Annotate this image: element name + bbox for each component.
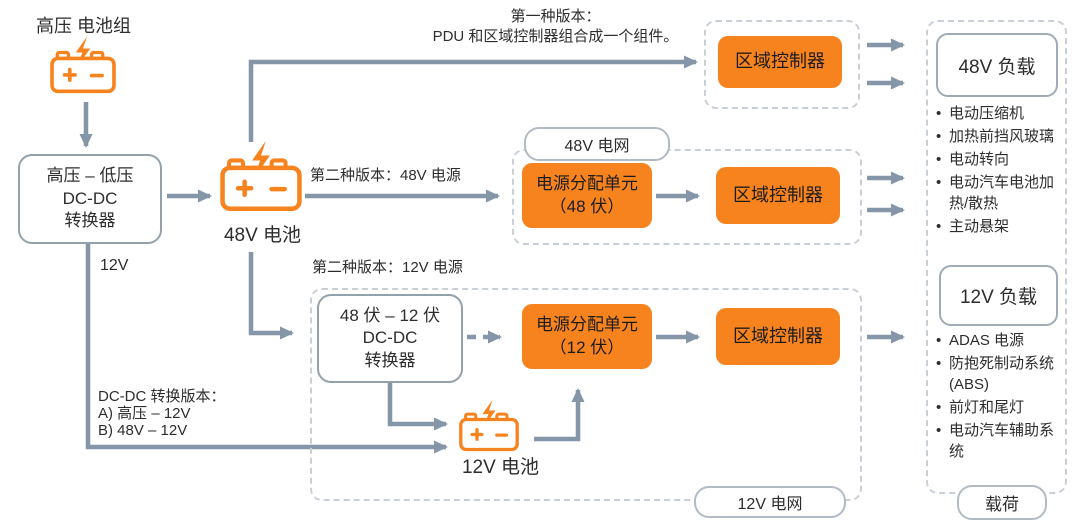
version1-note-line2: PDU 和区域控制器组合成一个组件。	[432, 27, 679, 45]
load-12v-item: 前灯和尾灯	[934, 397, 1061, 418]
zone-controller-1: 区域控制器	[718, 36, 842, 88]
pdu-12v: 电源分配单元 （12 伏）	[522, 304, 652, 369]
dcdc4812-line2: DC-DC	[362, 328, 418, 348]
twelve-v-line-label: 12V	[100, 257, 129, 274]
grid-12v-dashed-box	[310, 288, 862, 501]
arrow-48v-battery-to-12v-section	[248, 252, 294, 340]
load-48v-item: 电动转向	[934, 149, 1060, 170]
pdu-48v-line1: 电源分配单元	[536, 174, 638, 194]
zone-controller-3: 区域控制器	[716, 308, 840, 365]
arrow-converter-to-12v-battery	[85, 244, 448, 454]
load-12v-item: ADAS 电源	[934, 330, 1061, 351]
dcdc-versions-line2: A) 高压 – 12V	[98, 405, 191, 422]
battery-12v-label: 12V 电池	[461, 457, 540, 478]
pdu-12v-line2: （12 伏）	[549, 337, 625, 357]
loads-12v-title: 12V 负载	[939, 265, 1058, 326]
loads-48v-title: 48V 负载	[936, 33, 1058, 97]
dcdc4812-line3: 转换器	[364, 350, 416, 370]
arrow-48v-battery-to-zone-controller-1	[248, 55, 698, 142]
pdu-48v-line2: （48 伏）	[549, 196, 625, 216]
version1-note-line1: 第一种版本：	[510, 8, 601, 25]
arrow-12v-battery-to-pdu12	[534, 388, 585, 442]
pdu-48v: 电源分配单元 （48 伏）	[522, 163, 652, 228]
hv-pack-label: 高压 电池组	[36, 16, 132, 36]
hv-lv-dcdc-converter-box: 高压 – 低压 DC-DC 转换器	[18, 154, 162, 244]
load-48v-item: 电动压缩机	[934, 103, 1060, 124]
load-12v-item: 电动汽车辅助系统	[934, 420, 1061, 462]
arrow-dcdc4812-to-12v-battery	[387, 380, 448, 431]
dcdc4812-line1: 48 伏 – 12 伏	[339, 305, 441, 325]
battery-48v-icon	[220, 140, 302, 212]
load-48v-item: 电动汽车电池加热/散热	[934, 172, 1060, 214]
load-footer-label: 载荷	[957, 485, 1047, 520]
load-48v-item: 主动悬架	[934, 216, 1060, 237]
loads-48v-list: 电动压缩机 加热前挡风玻璃 电动转向 电动汽车电池加热/散热 主动悬架	[934, 103, 1060, 239]
converter-line1: 高压 – 低压	[46, 166, 134, 186]
hv-battery-icon	[50, 34, 116, 94]
converter-line2: DC-DC	[62, 188, 118, 208]
version2-48v-note: 第二种版本：48V 电源	[310, 167, 461, 184]
grid-48v-dashed-box	[512, 149, 862, 245]
converter-line3: 转换器	[64, 211, 116, 231]
load-48v-item: 加热前挡风玻璃	[934, 126, 1060, 147]
dcdc-versions-line1: DC-DC 转换版本：	[98, 388, 226, 405]
zone-controller-1-dashed-box	[704, 20, 860, 109]
grid-12v-label: 12V 电网	[694, 486, 846, 518]
load-12v-item: 防抱死制动系统 (ABS)	[934, 353, 1061, 395]
version2-12v-note: 第二种版本：12V 电源	[312, 259, 463, 276]
pdu-12v-line1: 电源分配单元	[536, 315, 638, 335]
dcdc-versions-line3: B) 48V – 12V	[98, 422, 188, 439]
loads-12v-list: ADAS 电源 防抱死制动系统 (ABS) 前灯和尾灯 电动汽车辅助系统	[934, 330, 1061, 464]
dcdc-48-12-converter-box: 48 伏 – 12 伏 DC-DC 转换器	[317, 294, 463, 383]
dcdc-versions-note: DC-DC 转换版本： A) 高压 – 12V B) 48V – 12V	[98, 388, 226, 439]
battery-12v-icon	[459, 398, 519, 452]
version1-note: 第一种版本： PDU 和区域控制器组合成一个组件。	[398, 7, 713, 46]
grid-48v-label: 48V 电网	[524, 127, 670, 161]
zone-controller-2: 区域控制器	[716, 167, 840, 224]
battery-48v-label: 48V 电池	[223, 225, 302, 246]
